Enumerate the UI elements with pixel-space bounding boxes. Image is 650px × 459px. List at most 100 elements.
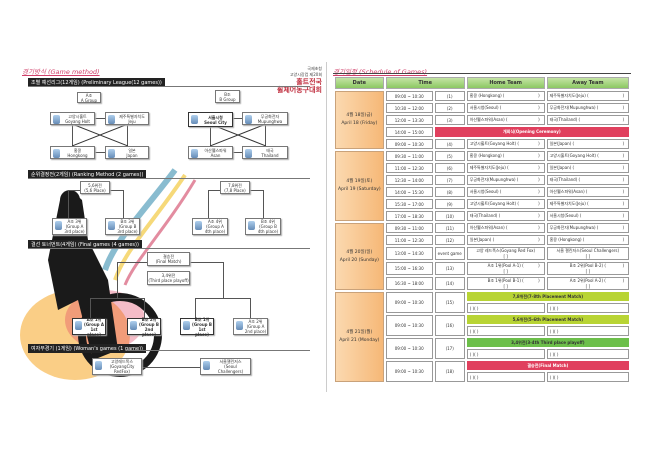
seed-b1: B조 1위(Group B 1st place)	[180, 317, 214, 337]
away-team-name: 태국(Thailand) (	[549, 117, 581, 122]
home-team-cell[interactable]: 태국(Thailand) ()	[466, 211, 545, 221]
logo-line: 휠체어농구대회	[276, 86, 322, 94]
home-team-cell[interactable]: 서울시청(Seoul) ()	[466, 103, 545, 113]
away-team-cell[interactable]: B조 2위(Pool B-2) ()[ ]	[546, 262, 629, 275]
away-team-name: 홍콩 (Hongkong) (	[549, 237, 585, 242]
away-team-cell[interactable]: 고양시홀트(Goyang Holt) ()	[546, 151, 629, 161]
away-team-cell[interactable]: 일본(Japan) ()	[546, 139, 629, 149]
time-cell: 13:00 ~ 14:30	[385, 247, 433, 260]
table-row: 09:00 ~ 10:30(4)고양시홀트(Goyang Holt) ()일본(…	[335, 139, 629, 149]
away-team-slot[interactable]: ( )( )	[546, 349, 629, 359]
date-cell: 4월 19일(토) April 19 (Saturday)	[335, 151, 384, 221]
section-ranking-method: 순위결정전(2게임) (Ranking Method (2 games))	[28, 170, 147, 179]
game-number: (1)	[434, 91, 465, 101]
game-number: (12)	[434, 235, 465, 245]
table-row: 17:00 ~ 18:30(10)태국(Thailand) ()서울시청(Seo…	[335, 211, 629, 221]
date-korean: 4월 19일(토)	[346, 179, 373, 184]
away-team-name: A조 2위(Pool A-2) (	[569, 278, 606, 283]
divider	[28, 248, 310, 249]
home-team-cell[interactable]: 제주특별자치도(Jeju) ()	[466, 163, 545, 173]
team-goyang-redfox: 고양레드폭스(GoyangCity RedFox)	[92, 358, 142, 375]
header-home-team: Home Team	[466, 77, 545, 89]
home-team-slot[interactable]: ( )( )	[466, 326, 545, 336]
away-team-cell[interactable]: 제주특별자치도(Jeju) ()	[546, 199, 629, 209]
header-away-team: Away Team	[546, 77, 629, 89]
home-team-cell[interactable]: 홍콩 (Hongkong) ()	[466, 151, 545, 161]
section-final-games: 결선 토너먼트(4게임) (Final games (4 games))	[28, 240, 142, 249]
home-team-cell[interactable]: 아산웰스파워(Asan) ()	[466, 115, 545, 125]
time-cell: 09:30 ~ 11:00	[385, 223, 433, 233]
game-number: (11)	[434, 223, 465, 233]
home-team-cell[interactable]: 고양시홀트(Goyang Holt) ()	[466, 139, 545, 149]
home-team-name: 고양 레드폭스(Goyang Red Fox)	[476, 248, 536, 253]
away-team-slot[interactable]: ( )( )	[546, 303, 629, 313]
score-paren: )	[538, 117, 540, 122]
game-number: event game	[434, 247, 465, 260]
away-team-slot[interactable]: ( )( )	[546, 326, 629, 336]
page-fold	[326, 62, 327, 392]
away-team-cell[interactable]: 서울 챌린저스(Seoul Challengers)[ ]	[546, 247, 629, 260]
seed-a3: A조 3위(Group A 3rd place)	[52, 218, 87, 235]
away-team-cell[interactable]: 일본(Japan) ()	[546, 163, 629, 173]
date-english: April 20 (Sunday)	[339, 257, 379, 263]
table-row: 4월 21일(월)April 21 (Monday)09:00 ~ 10:30(…	[335, 292, 629, 382]
home-team-cell[interactable]: 일본(Japan) ()	[466, 235, 545, 245]
away-team-slot[interactable]: ( )( )	[546, 372, 629, 382]
home-team-cell[interactable]: 고양시홀트(Goyang Holt) ()	[466, 199, 545, 209]
game-number: (16)	[434, 315, 465, 336]
away-team-cell[interactable]: 무궁화전자(Mupunghwa) ()	[546, 223, 629, 233]
time-cell: 15:30 ~ 17:00	[385, 199, 433, 209]
score-paren: )	[622, 213, 624, 218]
away-team-cell[interactable]: 무궁화전자(Mupunghwa) ()	[546, 103, 629, 113]
time-cell: 09:00 ~ 10:30	[385, 139, 433, 149]
score-paren: )	[622, 153, 624, 158]
score-paren: )	[538, 165, 540, 170]
away-team-name: 고양시홀트(Goyang Holt) (	[549, 153, 599, 158]
date-english: April 21 (Monday)	[339, 338, 380, 343]
date-english: April 18 (Friday)	[341, 121, 378, 126]
score-paren: )	[622, 237, 624, 242]
away-team-cell[interactable]: A조 2위(Pool A-2) ()[ ]	[546, 277, 629, 290]
date-english: April 19 (Saturday)	[338, 187, 381, 192]
final-match: 결승전(Final Match)	[147, 252, 190, 266]
table-row: 4월 20일(일)April 20 (Sunday)09:30 ~ 11:00(…	[335, 223, 629, 290]
home-team-cell[interactable]: 무궁화전자(Mupunghwa) ()	[466, 175, 545, 185]
home-team-slot[interactable]: ( )( )	[466, 303, 545, 313]
home-team-cell[interactable]: B조 1위(Pool B-1) ()[ ]	[466, 277, 545, 290]
score-paren: )	[622, 263, 624, 268]
home-team-cell[interactable]: 서울시청(Seoul) ()	[466, 187, 545, 197]
home-team-cell[interactable]: A조 1위(Pool A-1) ()[ ]	[466, 262, 545, 275]
time-cell: 17:00 ~ 18:30	[385, 211, 433, 221]
matchup-lines	[210, 124, 266, 146]
game-number: (9)	[434, 199, 465, 209]
header-date: Date	[335, 77, 384, 89]
away-team-cell[interactable]: 태국(Thailand) ()	[546, 115, 629, 125]
away-team-name: 서울시청(Seoul) (	[549, 213, 582, 218]
away-team-cell[interactable]: 태국(Thailand) ()	[546, 175, 629, 185]
away-team-name: 일본(Japan) (	[549, 141, 575, 146]
home-team-cell[interactable]: 고양 레드폭스(Goyang Red Fox)[ ]	[466, 247, 545, 260]
away-team-cell[interactable]: 서울시청(Seoul) ()	[546, 211, 629, 221]
home-team-slot[interactable]: ( )( )	[466, 372, 545, 382]
match-banner: 결승전(Final Match)	[466, 361, 629, 370]
score-paren: )	[538, 189, 540, 194]
home-team-cell[interactable]: 아산웰스파워(Asan) ()	[466, 223, 545, 233]
away-team-cell[interactable]: 홍콩 (Hongkong) ()	[546, 235, 629, 245]
home-team-cell[interactable]: 홍콩 (Hongkong) ()	[466, 91, 545, 101]
time-cell: 16:30 ~ 18:00	[385, 277, 433, 290]
home-team-name: A조 1위(Pool A-1) (	[487, 263, 524, 268]
home-team-name: 아산웰스파워(Asan) (	[469, 225, 508, 230]
home-team-slot[interactable]: ( )( )	[466, 349, 545, 359]
table-row: ( )( )( )( )	[335, 372, 629, 382]
time-cell: 11:00 ~ 12:30	[385, 235, 433, 245]
away-team-cell[interactable]: 아산웰스파워(Asan) ()	[546, 187, 629, 197]
away-team-name: 태국(Thailand) (	[549, 177, 581, 182]
match-banner: 7,8위전(7-8th Placement Match)	[466, 292, 629, 301]
away-team-cell[interactable]: 제주특별자치도(Jeju) ()	[546, 91, 629, 101]
